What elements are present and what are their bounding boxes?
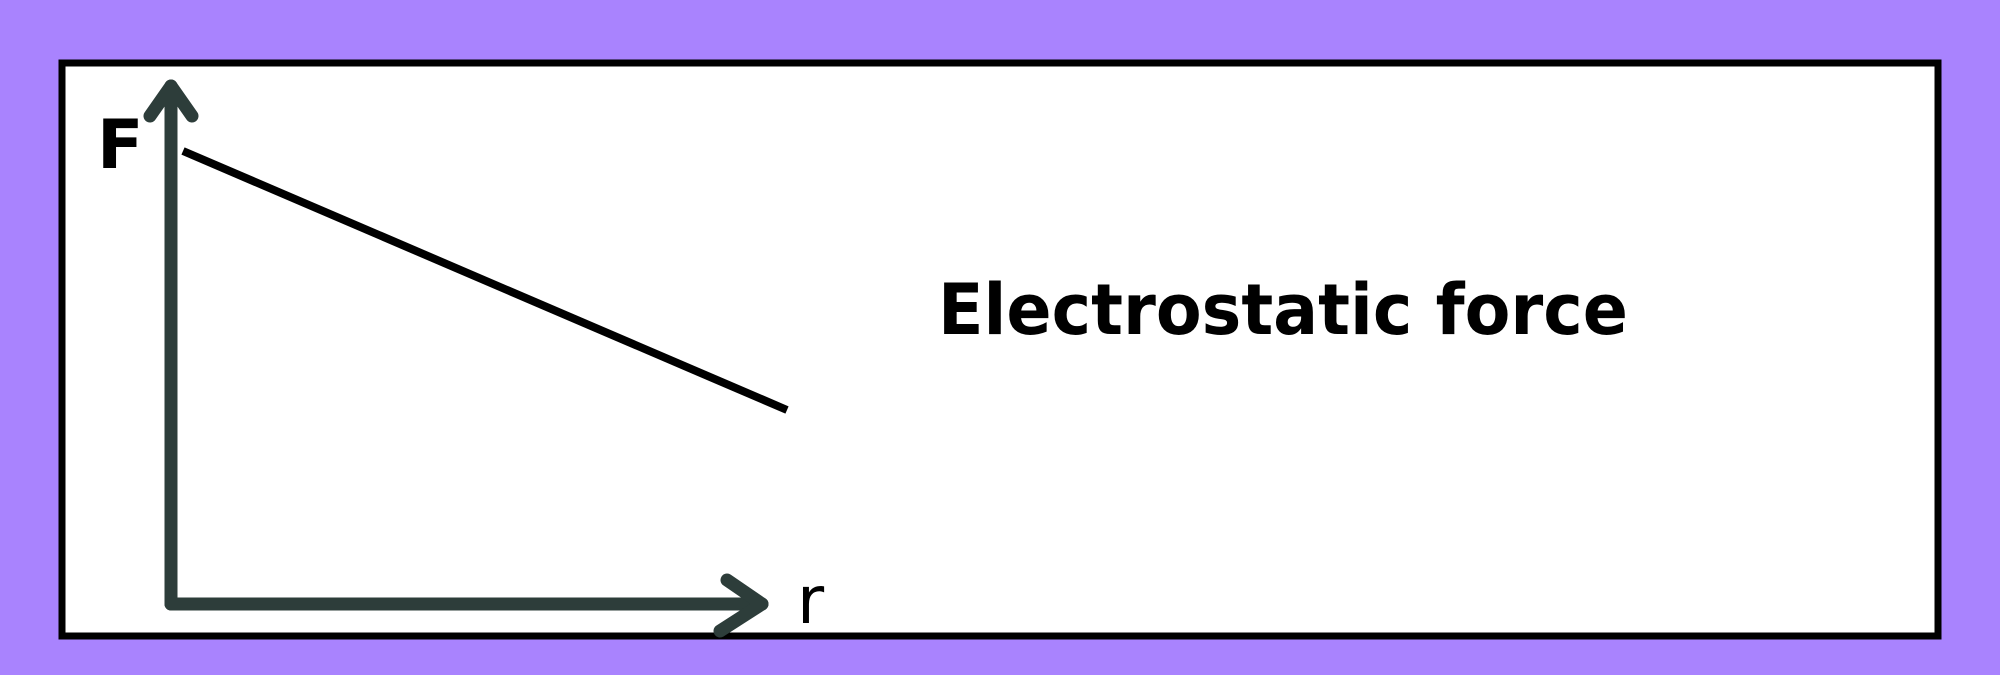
x-axis-label: r	[797, 562, 825, 639]
y-axis-arrowhead	[143, 79, 199, 123]
y-axis-label: F	[97, 106, 143, 185]
x-axis-arrowhead	[713, 573, 769, 638]
force-decrease-line	[181, 147, 789, 414]
diagram-title: Electrostatic force	[938, 269, 1628, 351]
diagram-panel	[58, 59, 1942, 640]
